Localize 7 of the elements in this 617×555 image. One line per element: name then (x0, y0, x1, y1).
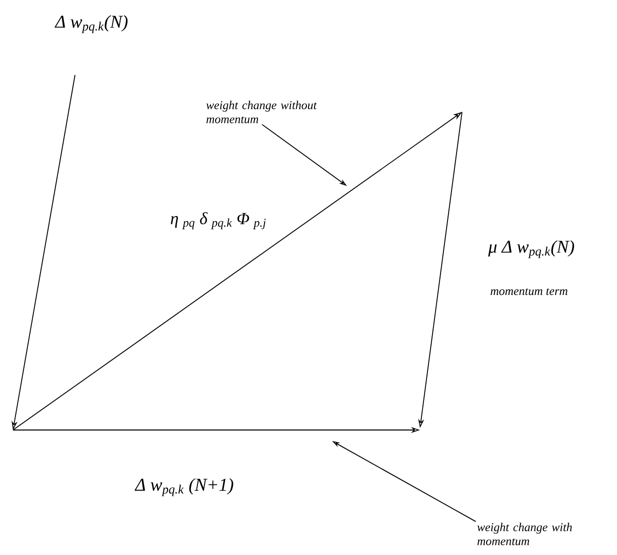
note-text: momentum term (490, 288, 568, 296)
vector-label: Δ w$_{pq.k}$(N) (54, 15, 128, 34)
callout-text: weight change without momentum (206, 100, 317, 124)
callout-text: weight change with momentum (477, 522, 572, 546)
vector-label: Δ w$_{pq.k}$ (N+1) (134, 478, 234, 496)
vector-label: η $_{pq}$ δ $_{pq.k}$ Φ $_{p.j}$ (170, 212, 266, 230)
vector-label: μ Δ w$_{pq.k}$(N) (488, 240, 574, 258)
